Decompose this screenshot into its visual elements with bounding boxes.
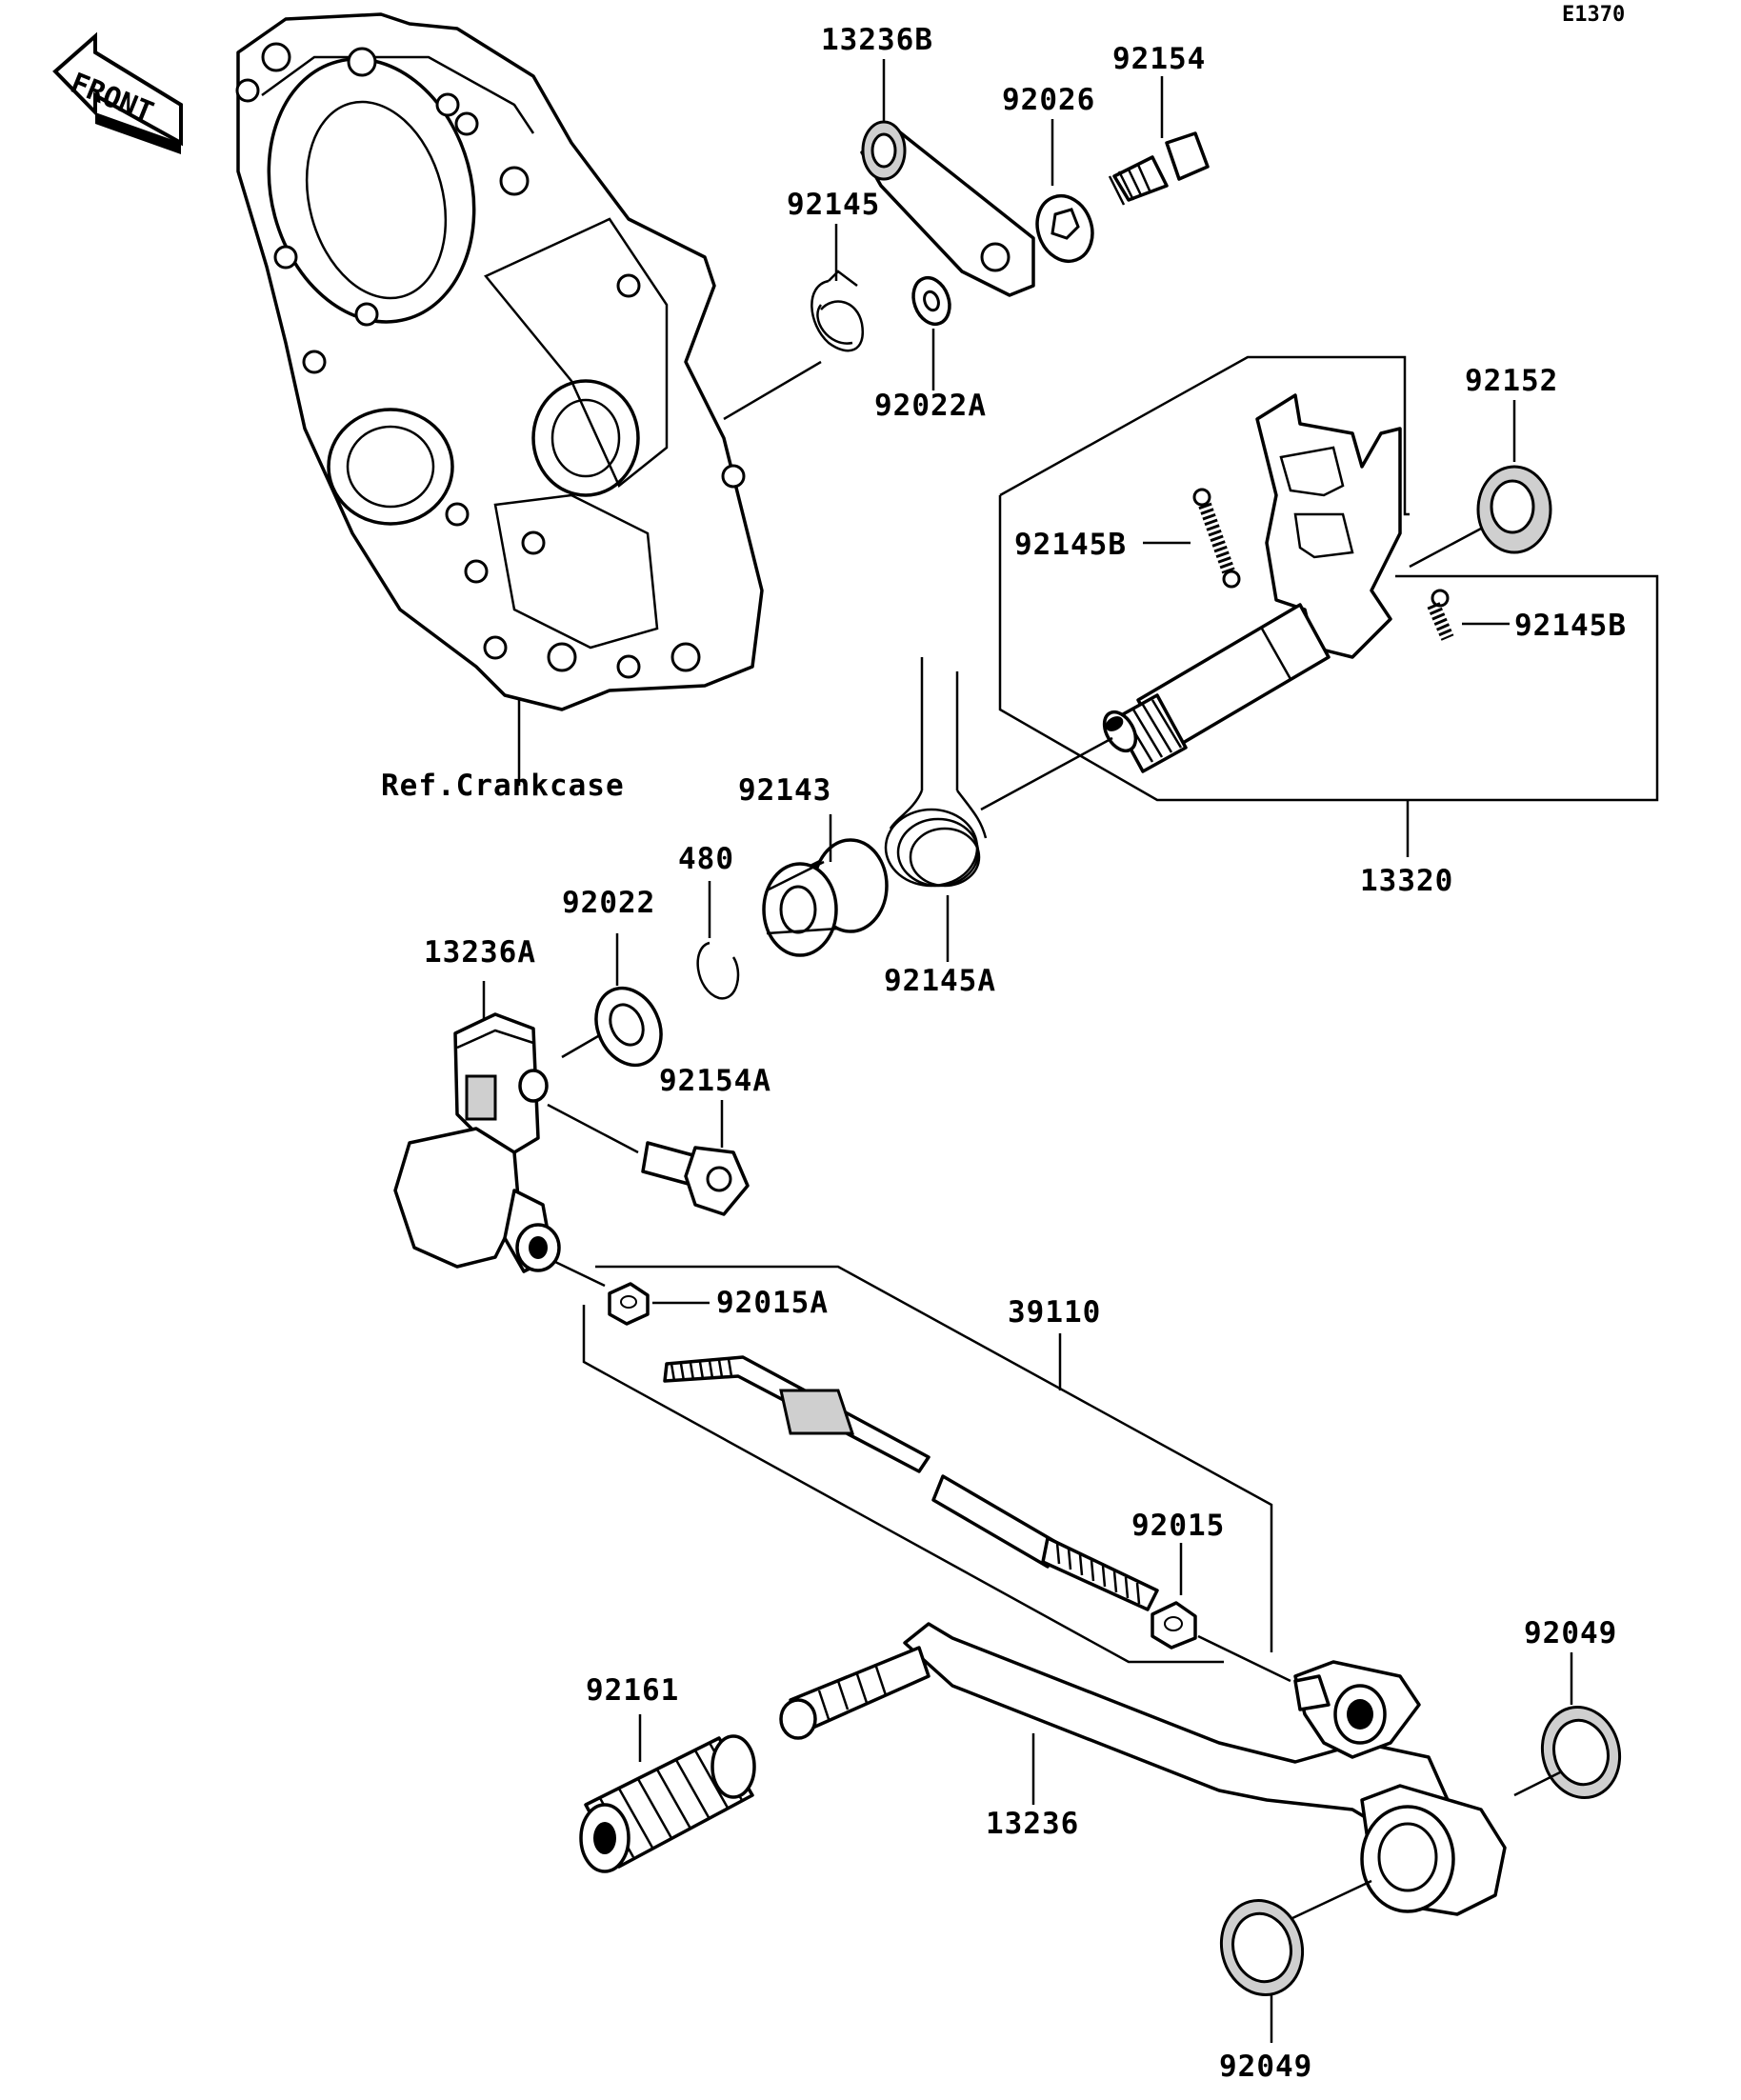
- label-13320: 13320: [1360, 864, 1453, 898]
- label-13236: 13236: [986, 1807, 1079, 1841]
- label-480: 480: [678, 842, 734, 876]
- label-92154: 92154: [1112, 42, 1206, 76]
- part-92145B-spring-left: [1192, 488, 1241, 589]
- part-13236A-shift-arm: [393, 1012, 561, 1273]
- label-39110: 39110: [1008, 1295, 1101, 1330]
- label-92026: 92026: [1002, 83, 1095, 117]
- part-92143-collar: [762, 838, 889, 957]
- part-13320-shift-shaft: [1102, 393, 1402, 773]
- label-92022A: 92022A: [874, 389, 987, 423]
- part-13236-shift-pedal: [779, 1622, 1507, 1916]
- label-92015A: 92015A: [716, 1286, 829, 1320]
- part-92022A-washer: [911, 275, 951, 327]
- part-480-circlip: [696, 941, 740, 1000]
- part-13236B-arm: [860, 120, 1035, 297]
- front-arrow-icon: FRONT: [52, 31, 183, 154]
- part-92049-seal-bottom: [1219, 1898, 1305, 1997]
- part-92154A-bolt: [547, 1103, 750, 1216]
- label-92022: 92022: [562, 886, 655, 920]
- label-92145B-left: 92145B: [1014, 528, 1127, 562]
- label-92161: 92161: [586, 1673, 679, 1708]
- label-92145B-right: 92145B: [1514, 609, 1627, 643]
- label-92145: 92145: [787, 188, 880, 222]
- label-92049-bottom: 92049: [1219, 2050, 1312, 2084]
- label-92015: 92015: [1131, 1509, 1225, 1543]
- part-92145-spring: [810, 270, 865, 352]
- label-13236B: 13236B: [821, 23, 933, 57]
- part-92145B-spring-right: [1427, 589, 1454, 641]
- label-92049-top: 92049: [1524, 1616, 1617, 1650]
- part-92015-nut: [1151, 1601, 1197, 1650]
- part-92026-washer: [1035, 193, 1094, 264]
- label-92152: 92152: [1465, 364, 1558, 398]
- diagram-code: E1370: [1562, 3, 1625, 27]
- ref-crankcase-label: Ref.Crankcase: [381, 769, 625, 803]
- label-92143: 92143: [738, 773, 831, 808]
- part-92152-bushing: [1476, 465, 1552, 554]
- part-92145A-return-spring: [884, 657, 988, 888]
- label-13236A: 13236A: [424, 935, 536, 970]
- label-92145A: 92145A: [884, 964, 996, 998]
- crankcase-cover: [235, 12, 764, 711]
- part-39110-tie-rod: [663, 1355, 1159, 1611]
- box-39110: [595, 1265, 1273, 1652]
- box-13320: [999, 355, 1410, 516]
- part-92022-washer: [594, 986, 663, 1068]
- label-92154A: 92154A: [659, 1064, 771, 1098]
- part-92015A-nut: [608, 1282, 650, 1326]
- part-92154-bolt: [1108, 131, 1210, 206]
- part-92161-footpeg-rubber: [579, 1734, 756, 1873]
- part-92049-seal-top: [1540, 1705, 1622, 1800]
